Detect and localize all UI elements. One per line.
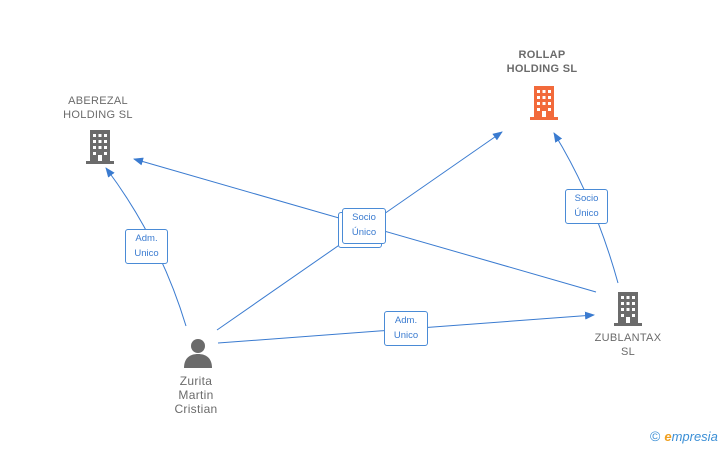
node-label-line: Zurita <box>179 374 213 388</box>
edge-label-line: Unico <box>134 248 159 259</box>
person-icon[interactable] <box>182 337 214 369</box>
edge-label-line: Socio <box>352 212 376 223</box>
building-icon-aberezal[interactable] <box>84 128 116 164</box>
edge-label-line: Adm. <box>394 315 418 326</box>
node-label-line: ABEREZAL <box>68 95 128 107</box>
edge-label-line: Socio <box>574 193 599 204</box>
building-icon-zublantax[interactable] <box>612 290 644 326</box>
node-label-line: ROLLAP <box>518 49 566 61</box>
node-label-aberezal: ABEREZAL HOLDING SL <box>50 94 146 122</box>
node-label-person: Zurita Martin Cristian <box>150 374 242 416</box>
brand-logo-letter: e <box>664 429 672 444</box>
edge-label-person-zublantax[interactable]: Adm. Unico <box>384 311 428 346</box>
node-label-line: SL <box>620 346 636 358</box>
edge-label-line: Único <box>351 227 377 238</box>
node-label-rollap: ROLLAP HOLDING SL <box>494 48 590 76</box>
edge-label-zublantax-rollap[interactable]: Socio Único <box>565 189 608 224</box>
edge-label-person-rollap[interactable]: Socio Único <box>342 208 386 244</box>
node-label-line: Cristian <box>174 402 218 416</box>
building-icon-rollap[interactable] <box>528 84 560 120</box>
node-label-zublantax: ZUBLANTAX SL <box>580 331 676 359</box>
node-label-line: HOLDING SL <box>63 109 133 121</box>
node-label-line: HOLDING SL <box>506 63 578 75</box>
edge-label-line: Adm. <box>135 233 158 244</box>
watermark: ©empresia <box>650 428 718 444</box>
copyright-symbol: © <box>650 428 661 444</box>
edge-label-line: Único <box>574 208 599 219</box>
edge-label-person-aberezal[interactable]: Adm. Unico <box>125 229 168 264</box>
edge-label-line: Unico <box>393 330 419 341</box>
node-label-line: Martin <box>178 388 214 402</box>
brand-logo-text: mpresia <box>671 429 718 444</box>
node-label-line: ZUBLANTAX <box>594 332 662 344</box>
